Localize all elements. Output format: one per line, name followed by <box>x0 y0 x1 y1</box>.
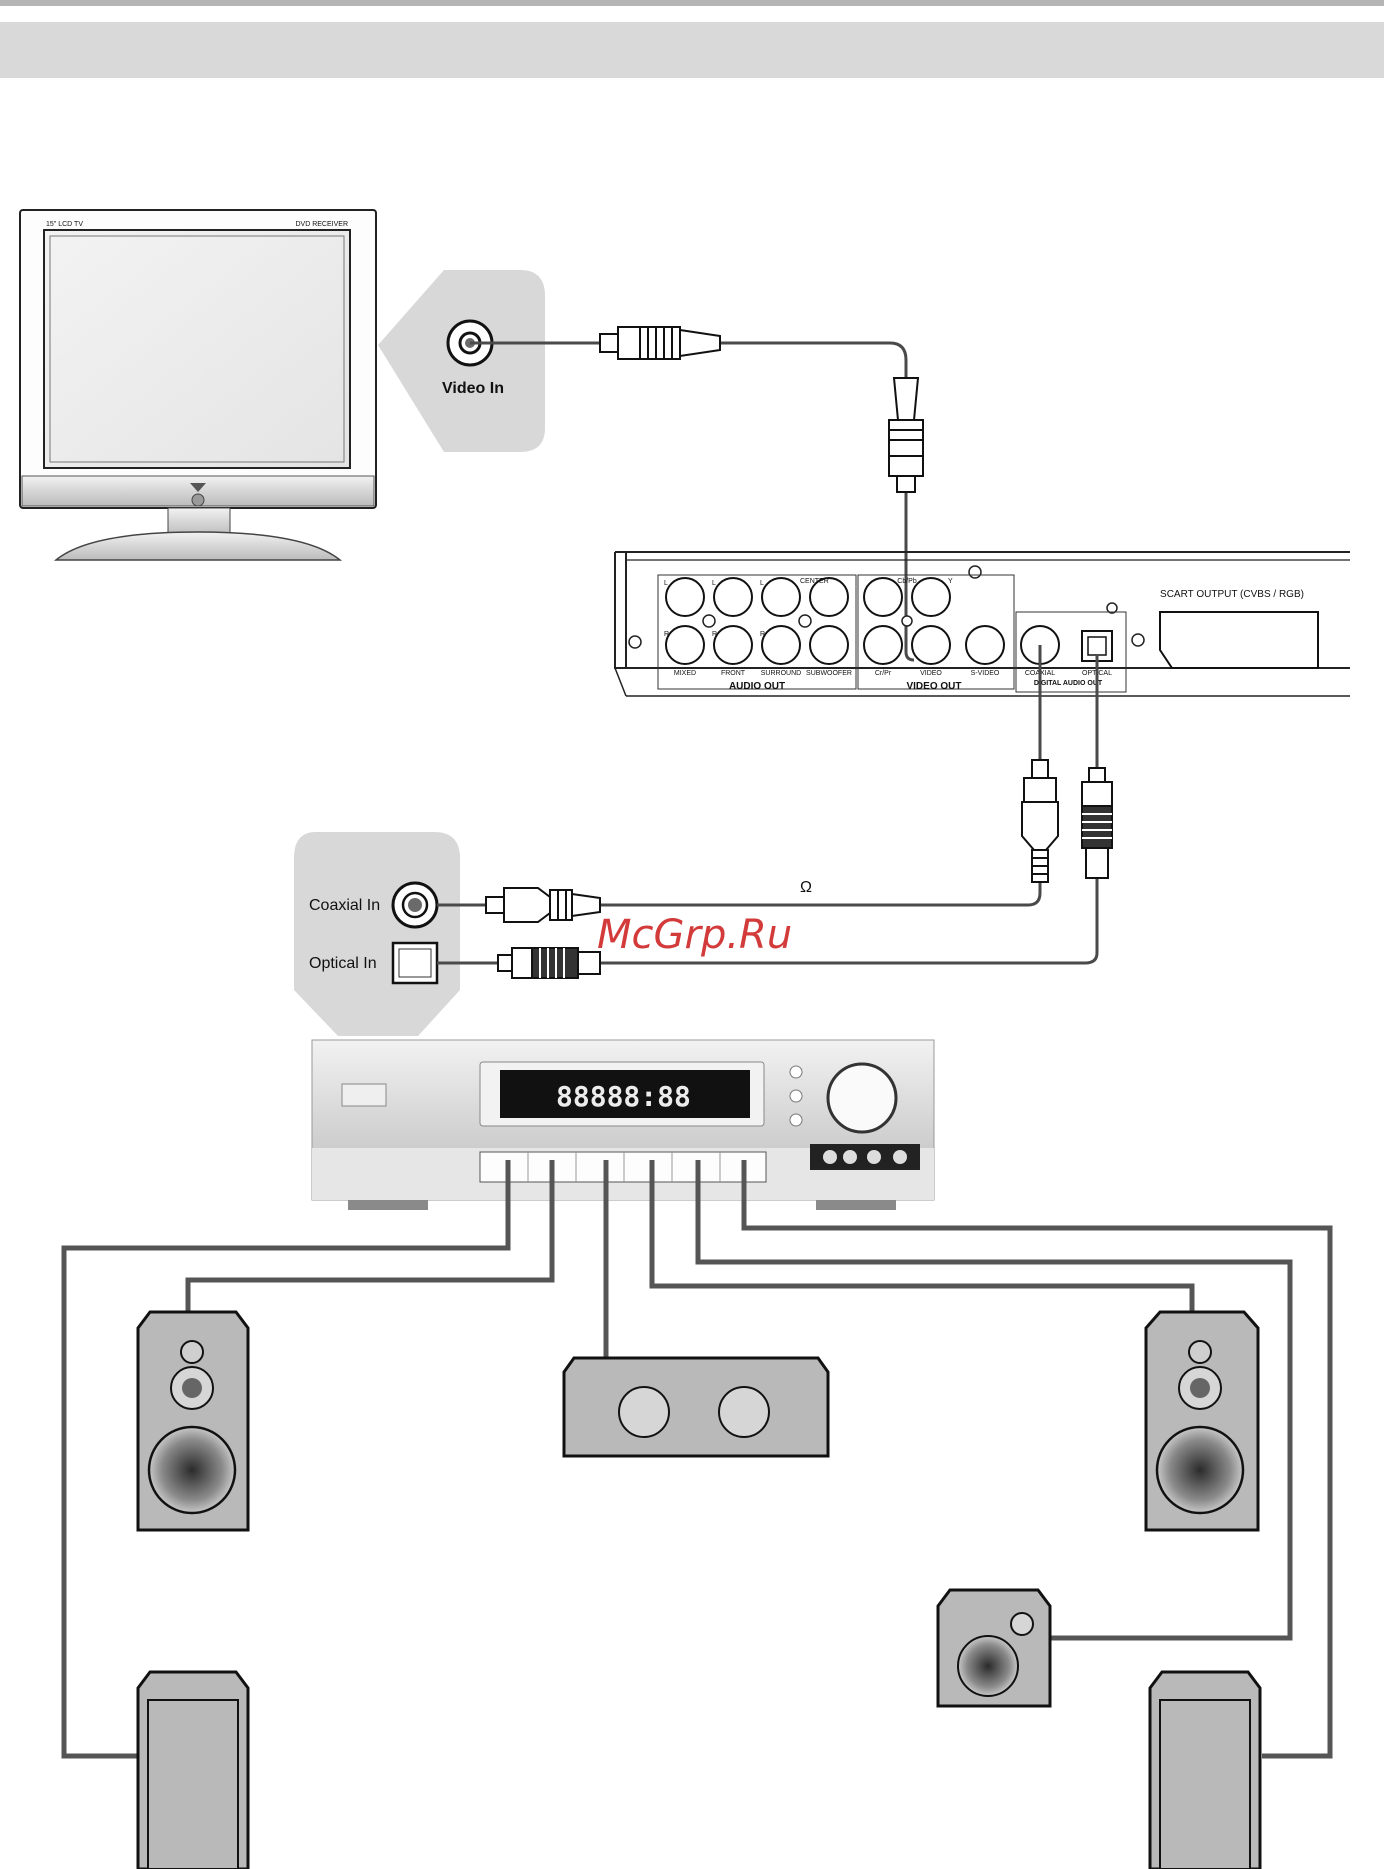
surround-left-speaker <box>138 1672 248 1869</box>
video-out-label: VIDEO OUT <box>906 681 961 692</box>
label-front: FRONT <box>721 670 746 677</box>
label-y: Y <box>948 578 953 585</box>
ohm-symbol: Ω <box>800 879 812 896</box>
digital-audio-out-label: DIGITAL AUDIO OUT <box>1034 680 1103 687</box>
scart-label: SCART OUTPUT (CVBS / RGB) <box>1160 589 1304 600</box>
digital-in-callout: Coaxial In Optical In <box>294 832 460 1036</box>
label-subwoofer: SUBWOOFER <box>806 670 852 677</box>
lcd-tv: 15" LCD TV DVD RECEIVER <box>20 210 376 560</box>
label-r2: R <box>712 631 717 638</box>
scart-connector <box>1160 612 1318 668</box>
surround-right-speaker <box>1150 1672 1260 1869</box>
label-video: VIDEO <box>920 670 942 677</box>
coaxial-plug-horizontal <box>437 888 600 922</box>
av-receiver: 88888:88 <box>312 1040 934 1210</box>
coaxial-cable <box>600 645 1040 905</box>
subwoofer <box>938 1590 1050 1706</box>
label-mixed: MIXED <box>674 670 696 677</box>
top-rule <box>0 0 1384 6</box>
rca-plug-vertical <box>889 378 923 492</box>
center-speaker <box>564 1358 828 1456</box>
header-band <box>0 22 1384 78</box>
dvd-rear-panel: SCART OUTPUT (CVBS / RGB) L L L CENTER R… <box>615 552 1350 696</box>
label-cbpb: Cb/Pb <box>897 578 917 585</box>
video-in-label: Video In <box>442 380 504 397</box>
tv-brand-left: 15" LCD TV <box>46 221 83 228</box>
front-left-speaker <box>138 1312 248 1530</box>
label-l1: L <box>664 580 668 587</box>
audio-jacks <box>666 578 848 664</box>
audio-out-label: AUDIO OUT <box>729 681 785 692</box>
optical-plug-horizontal <box>437 948 600 978</box>
label-svideo: S-VIDEO <box>971 670 1000 677</box>
coaxial-plug-vertical <box>1022 760 1058 882</box>
video-in-callout: Video In <box>378 270 545 452</box>
label-crpr: Cr/Pr <box>875 670 892 677</box>
rca-plug-horizontal <box>600 327 720 359</box>
volume-knob <box>828 1064 896 1132</box>
optical-plug-vertical <box>1082 768 1112 878</box>
label-l3: L <box>760 580 764 587</box>
label-surround: SURROUND <box>761 670 801 677</box>
receiver-display-text: 88888:88 <box>556 1080 691 1113</box>
tv-brand-right: DVD RECEIVER <box>295 221 348 228</box>
label-r3: R <box>760 631 765 638</box>
label-center: CENTER <box>800 578 829 585</box>
watermark: McGrp.Ru <box>597 912 792 958</box>
coaxial-in-label: Coaxial In <box>309 897 380 914</box>
speaker-wires <box>64 1160 1330 1756</box>
label-r1: R <box>664 631 669 638</box>
video-jacks <box>864 578 1004 664</box>
optical-in-label: Optical In <box>309 955 377 972</box>
front-right-speaker <box>1146 1312 1258 1530</box>
label-l2: L <box>712 580 716 587</box>
